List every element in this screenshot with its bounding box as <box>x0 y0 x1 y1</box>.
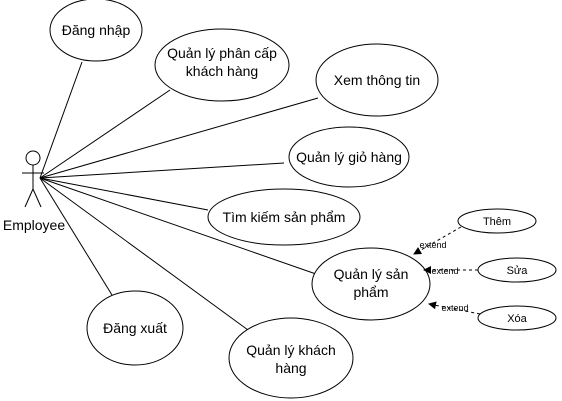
use-case-add-label: Thêm <box>483 216 511 228</box>
assoc-product <box>39 177 317 275</box>
use-case-search: Tìm kiếm sản phẩm <box>207 188 361 246</box>
use-case-cart: Quản lý giỏ hàng <box>288 126 410 188</box>
assoc-customer-tier <box>39 89 171 179</box>
associations <box>39 61 319 331</box>
assoc-view-info <box>39 97 319 179</box>
use-case-search-label: Tìm kiếm sản phẩm <box>223 209 346 225</box>
use-case-edit-label: Sửa <box>507 265 529 277</box>
use-case-delete-label: Xóa <box>507 313 527 325</box>
use-case-view-info: Xem thông tin <box>315 43 439 117</box>
extend-label-delete: extend <box>441 303 468 313</box>
assoc-cart <box>39 162 285 179</box>
use-case-customer: Quản lý khách hàng <box>228 317 354 399</box>
use-case-customer-tier-label-2: khách hàng <box>186 63 258 79</box>
use-case-login: Đăng nhập <box>49 0 143 62</box>
use-case-product-label-1: Quản lý sản <box>334 266 409 282</box>
assoc-logout <box>39 177 113 296</box>
use-case-delete: Xóa <box>477 305 557 331</box>
use-case-customer-label-2: hàng <box>275 360 306 376</box>
actor-employee: Employee <box>3 150 65 233</box>
use-case-product: Quản lý sản phẩm <box>311 247 431 321</box>
actor-left-leg <box>24 188 34 208</box>
extend-label-edit: extend <box>431 266 458 276</box>
use-case-login-label: Đăng nhập <box>62 22 131 38</box>
extend-arrow-delete <box>428 301 481 315</box>
use-case-customer-label-1: Quản lý khách <box>246 342 336 358</box>
use-case-cart-label: Quản lý giỏ hàng <box>296 149 402 165</box>
use-case-edit: Sửa <box>477 257 557 283</box>
use-case-view-info-label: Xem thông tin <box>334 72 420 88</box>
actor-right-leg <box>32 188 42 208</box>
assoc-customer <box>39 177 249 331</box>
use-case-customer-tier-label-1: Quản lý phân cấp <box>167 45 277 61</box>
extend-label-add: extend <box>419 240 446 250</box>
assoc-search <box>39 177 209 211</box>
assoc-login <box>39 61 83 179</box>
use-case-logout-label: Đăng xuất <box>103 320 167 336</box>
actor-label: Employee <box>3 217 65 233</box>
extend-relations: extend extend extend <box>413 226 481 315</box>
use-case-add: Thêm <box>457 208 537 234</box>
use-case-customer-tier: Quản lý phân cấp khách hàng <box>154 28 290 102</box>
actor-head <box>25 150 41 166</box>
use-case-product-label-2: phẩm <box>353 284 388 300</box>
use-case-logout: Đăng xuất <box>86 290 184 366</box>
